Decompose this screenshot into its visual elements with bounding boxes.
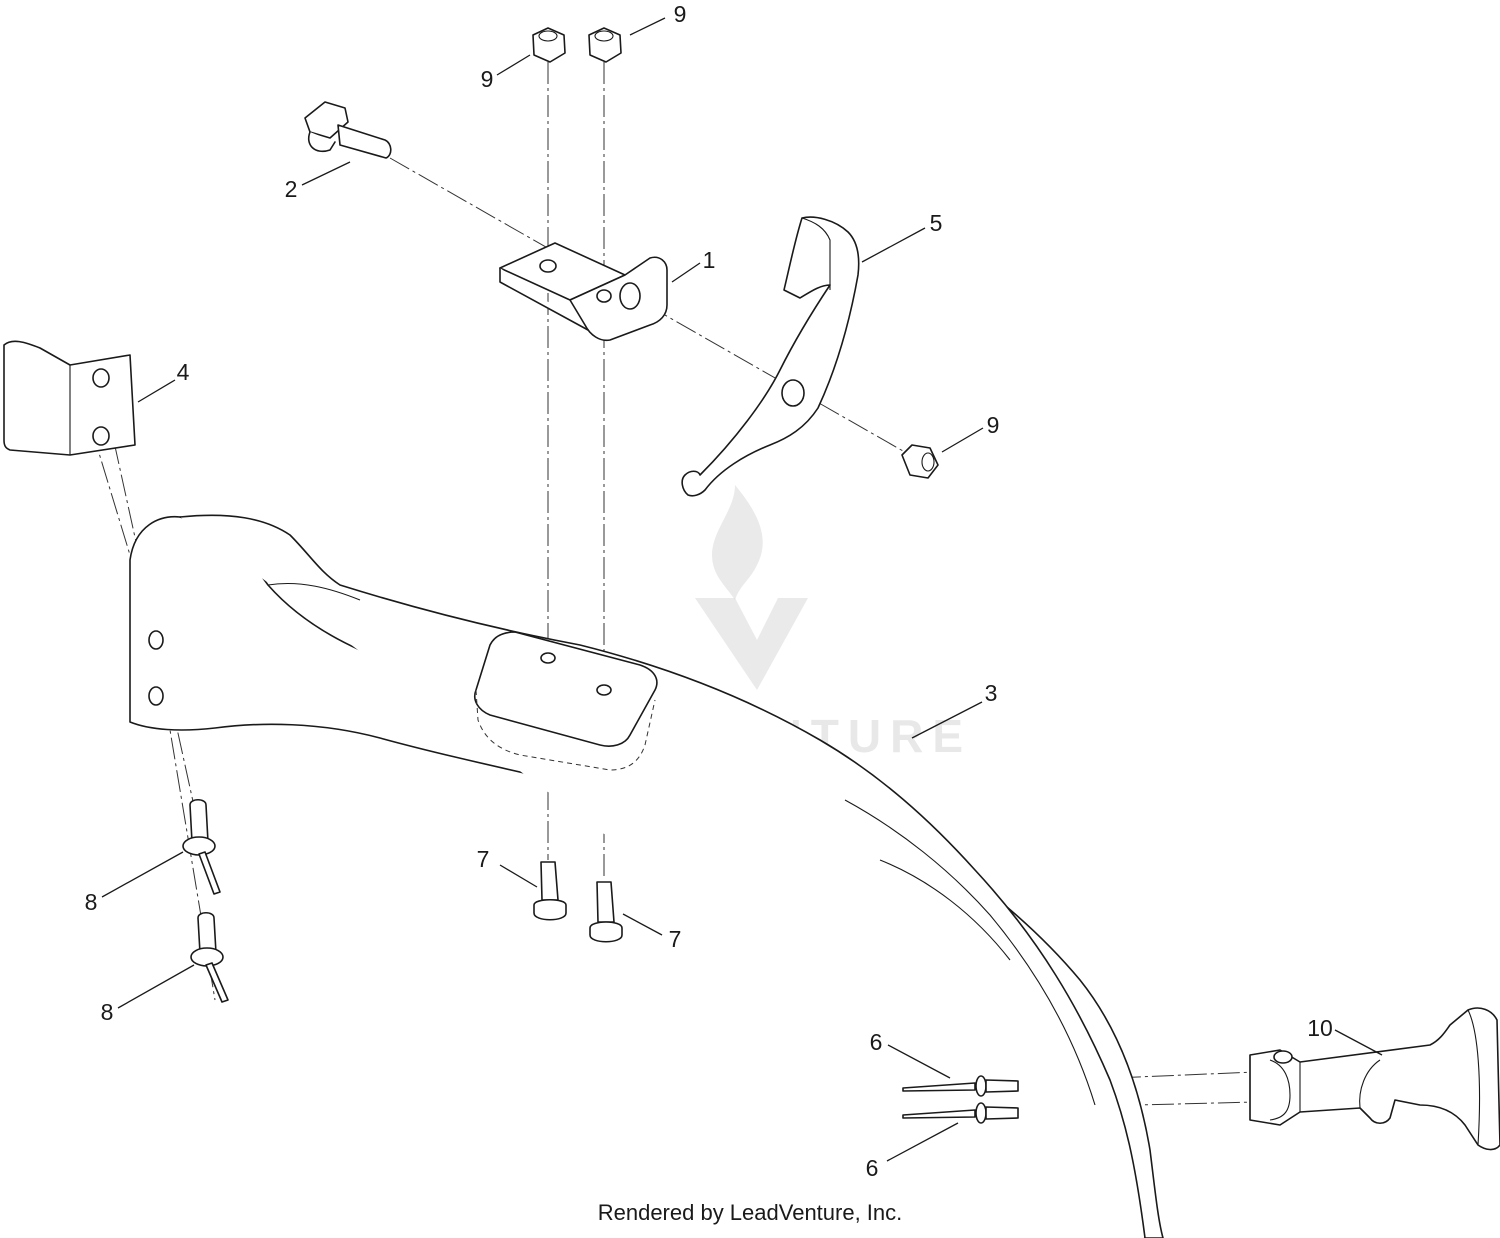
hex-nut-icon <box>588 27 622 63</box>
hex-nuts <box>532 27 939 479</box>
callout-5: 5 <box>930 210 943 236</box>
latch-icon <box>1249 1007 1500 1151</box>
pins <box>533 861 623 943</box>
callout-4: 4 <box>177 359 190 385</box>
callout-7: 7 <box>669 926 682 952</box>
corner-bracket <box>3 340 136 456</box>
callouts: 9 9 2 1 5 4 9 3 7 7 8 8 6 6 10 <box>85 1 1333 1181</box>
rivets-6 <box>902 1075 1019 1124</box>
watermark-v-icon <box>695 598 808 690</box>
rivet-icon <box>182 798 221 895</box>
angle-bracket <box>499 242 668 342</box>
watermark-flame-icon <box>712 485 763 600</box>
latch-hook <box>681 216 860 497</box>
callout-8: 8 <box>101 999 114 1025</box>
rivets-8 <box>182 798 229 1003</box>
callout-7: 7 <box>477 846 490 872</box>
hex-nut-icon <box>901 444 939 479</box>
rivet-icon <box>902 1075 1019 1097</box>
rivet-icon <box>190 911 229 1003</box>
chute-deflector <box>129 514 1164 1238</box>
rivet-icon <box>902 1102 1019 1124</box>
latch-assembly <box>1249 1007 1500 1151</box>
callout-9: 9 <box>987 412 1000 438</box>
callout-6: 6 <box>866 1155 879 1181</box>
footer-credit: Rendered by LeadVenture, Inc. <box>597 1200 903 1225</box>
callout-10: 10 <box>1307 1015 1333 1041</box>
hex-nut-icon <box>532 27 566 63</box>
callout-1: 1 <box>703 247 716 273</box>
callout-3: 3 <box>985 680 998 706</box>
callout-2: 2 <box>285 176 298 202</box>
leader-lines <box>101 17 1383 1162</box>
callout-9: 9 <box>674 1 687 27</box>
callout-6: 6 <box>870 1029 883 1055</box>
callout-8: 8 <box>85 889 98 915</box>
callout-9: 9 <box>481 66 494 92</box>
flange-bolt <box>304 101 392 159</box>
